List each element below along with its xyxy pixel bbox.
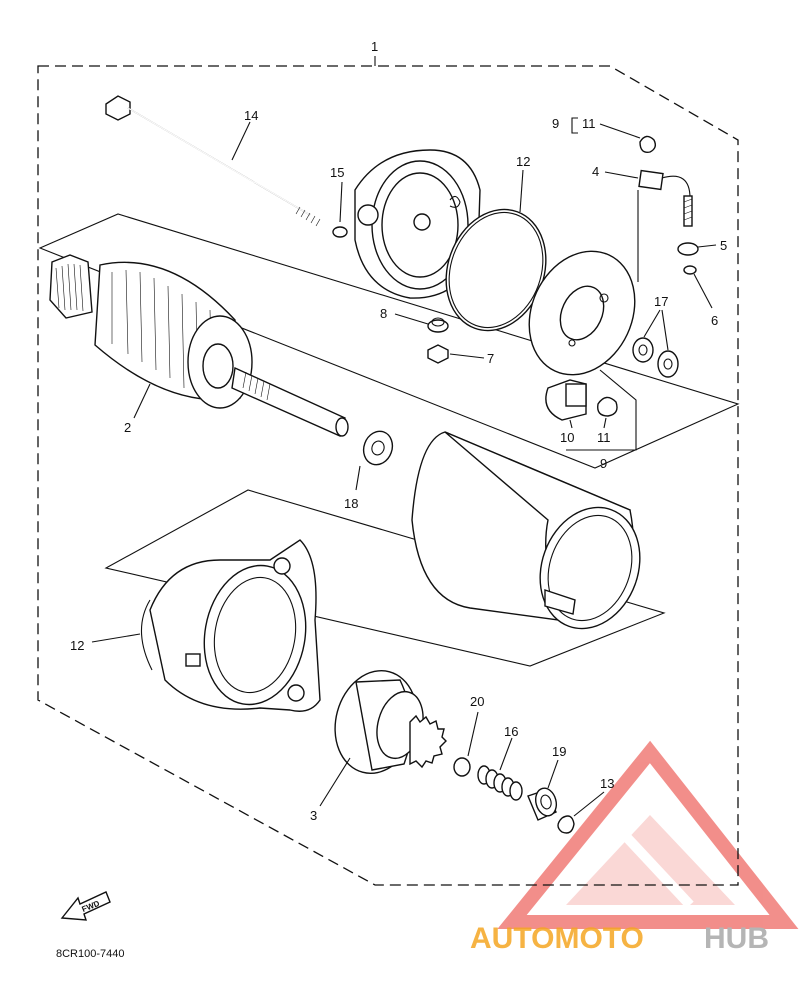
plane-upper (38, 213, 740, 469)
callout-11-top: 11 (582, 116, 596, 131)
callout-12-lower: 12 (70, 638, 84, 653)
callout-1: 1 (371, 39, 378, 54)
leader-11-bottom (603, 417, 607, 429)
leader-7 (449, 353, 485, 359)
o-ring-6-part (683, 265, 697, 275)
leader-12-upper (519, 169, 524, 213)
leader-13 (573, 791, 605, 817)
watermark-hub: HUB (704, 922, 769, 955)
leader-17a (643, 309, 661, 338)
callout-6: 6 (711, 313, 718, 328)
washer-17b-part (657, 350, 679, 378)
leader-10 (569, 419, 573, 429)
callout-19: 19 (552, 744, 566, 759)
fwd-arrow-icon: FWD (60, 891, 111, 921)
brush-plate-part (528, 250, 636, 376)
washer-5-part (677, 242, 699, 256)
callout-15: 15 (330, 165, 344, 180)
callout-9-top: 9 (552, 116, 559, 131)
through-bolt-part (105, 95, 321, 227)
leader-18 (355, 465, 361, 491)
circlip-20-part (453, 757, 471, 777)
armature-part (49, 254, 349, 437)
yoke-housing-part (411, 431, 641, 630)
leader-19 (547, 759, 559, 789)
washer-17a-part (632, 337, 654, 363)
watermark-text: AUTOMOTO HUB (470, 922, 769, 955)
washer-18-part (362, 430, 394, 466)
leader-5 (697, 244, 717, 248)
o-ring-part (332, 226, 348, 238)
nut-7-part (427, 344, 449, 364)
leader-2 (133, 383, 151, 419)
o-ring-upper-inner (448, 211, 544, 329)
callout-20: 20 (470, 694, 484, 709)
collar-19-part (527, 787, 558, 821)
spring-11-top-part (639, 135, 657, 153)
callout-5: 5 (720, 238, 727, 253)
callout-9-bottom: 9 (600, 456, 607, 471)
leader-12-lower (91, 633, 141, 643)
callout-18: 18 (344, 496, 358, 511)
leader-16 (499, 737, 513, 771)
leader-8 (394, 313, 429, 325)
callout-17: 17 (654, 294, 668, 309)
leader-14 (231, 121, 251, 161)
brush-10-block (565, 383, 587, 407)
callout-7: 7 (487, 351, 494, 366)
callout-2: 2 (124, 420, 131, 435)
leader-15 (339, 181, 343, 223)
drawing-code: 8CR100-7440 (56, 948, 125, 960)
callout-4: 4 (592, 164, 599, 179)
leader-3 (319, 757, 351, 807)
plane-lower (104, 489, 666, 667)
spring-16-part (477, 765, 523, 801)
front-cover-part (149, 539, 321, 712)
brush-lead-part (638, 169, 693, 227)
callout-14: 14 (244, 108, 258, 123)
leader-11-top (599, 123, 641, 139)
leader-6 (693, 273, 713, 309)
assembly-boundary (37, 65, 739, 886)
callout-13: 13 (600, 776, 614, 791)
callout-12-upper: 12 (516, 154, 530, 169)
bracket-9-bottom (566, 369, 637, 451)
spring-11-bottom-part (597, 396, 618, 417)
watermark-automoto: AUTOMOTO (470, 922, 644, 955)
watermark-logo-mark (497, 740, 799, 929)
leader-17b (661, 309, 669, 351)
callout-11-bottom: 11 (597, 430, 611, 445)
callout-8: 8 (380, 306, 387, 321)
starter-clutch-part (334, 670, 447, 774)
callout-3: 3 (310, 808, 317, 823)
leader-4 (604, 171, 639, 179)
leader-20 (467, 711, 479, 757)
callout-16: 16 (504, 724, 518, 739)
o-ring-lower-part (140, 599, 153, 671)
circlip-13-part (557, 815, 575, 834)
fwd-label: FWD (81, 899, 101, 914)
callout-10: 10 (560, 430, 574, 445)
bracket-9-top (571, 117, 578, 134)
